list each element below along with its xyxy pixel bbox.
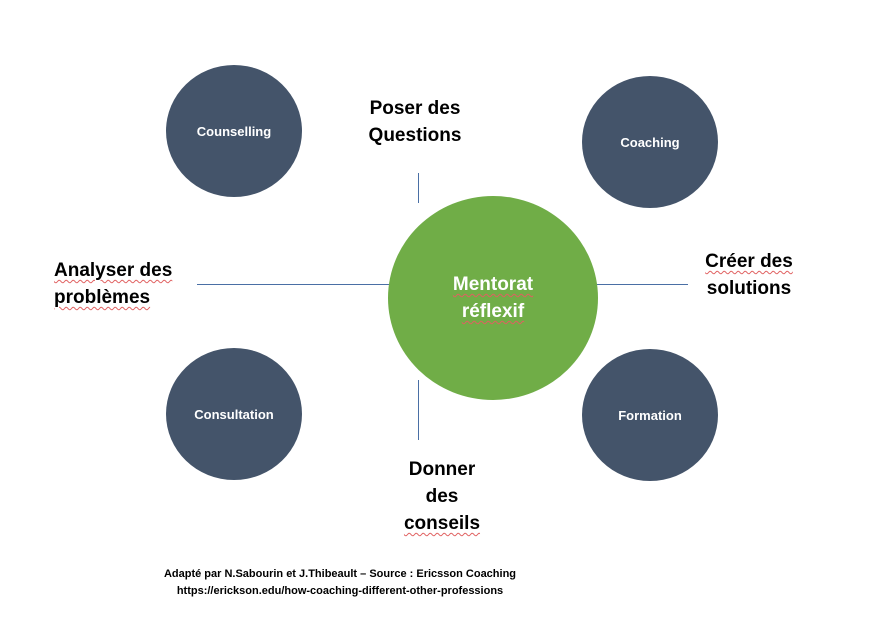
source-caption: Adapté par N.Sabourin et J.Thibeault – S… (120, 566, 560, 600)
node-consultation-label: Consultation (194, 406, 274, 422)
caption-line2: https://erickson.edu/how-coaching-differ… (176, 585, 504, 597)
node-mentorat-reflexif: Mentorat réflexif (388, 196, 598, 400)
label-analyser-des-problemes: Analyser des problèmes (54, 257, 172, 311)
label-bottom-line3: conseils (380, 510, 504, 537)
node-coaching: Coaching (582, 76, 718, 208)
label-poser-des-questions: Poser des Questions (355, 95, 475, 149)
label-right-line1-text: Créer des (705, 251, 793, 272)
caption-line1: Adapté par N.Sabourin et J.Thibeault – S… (163, 568, 517, 580)
axis-line-left (197, 284, 390, 285)
center-label-line1: Mentorat (452, 274, 534, 295)
axis-line-bottom (418, 380, 419, 440)
axis-line-right (596, 284, 688, 285)
node-formation-label: Formation (618, 407, 682, 423)
node-counselling-label: Counselling (196, 123, 272, 139)
axis-line-top (418, 173, 419, 203)
label-left-line1: Analyser des (54, 260, 173, 281)
node-coaching-label: Coaching (620, 134, 680, 150)
center-label-line2: réflexif (461, 301, 525, 322)
label-creer-des-solutions: Créer des solutions (690, 248, 808, 302)
label-right-line1: Créer des (690, 248, 808, 275)
node-counselling: Counselling (166, 65, 302, 197)
node-consultation: Consultation (166, 348, 302, 480)
label-top-line2: Questions (368, 125, 462, 146)
label-donner-des-conseils: Donner des conseils (380, 456, 504, 537)
label-top-line1: Poser des (369, 98, 461, 119)
label-bottom-line2: des (425, 486, 459, 507)
label-bottom-line3-text: conseils (403, 513, 481, 534)
label-right-line2: solutions (706, 278, 792, 299)
label-bottom-line1: Donner (408, 459, 476, 480)
label-left-line2: problèmes (54, 287, 151, 308)
node-formation: Formation (582, 349, 718, 481)
